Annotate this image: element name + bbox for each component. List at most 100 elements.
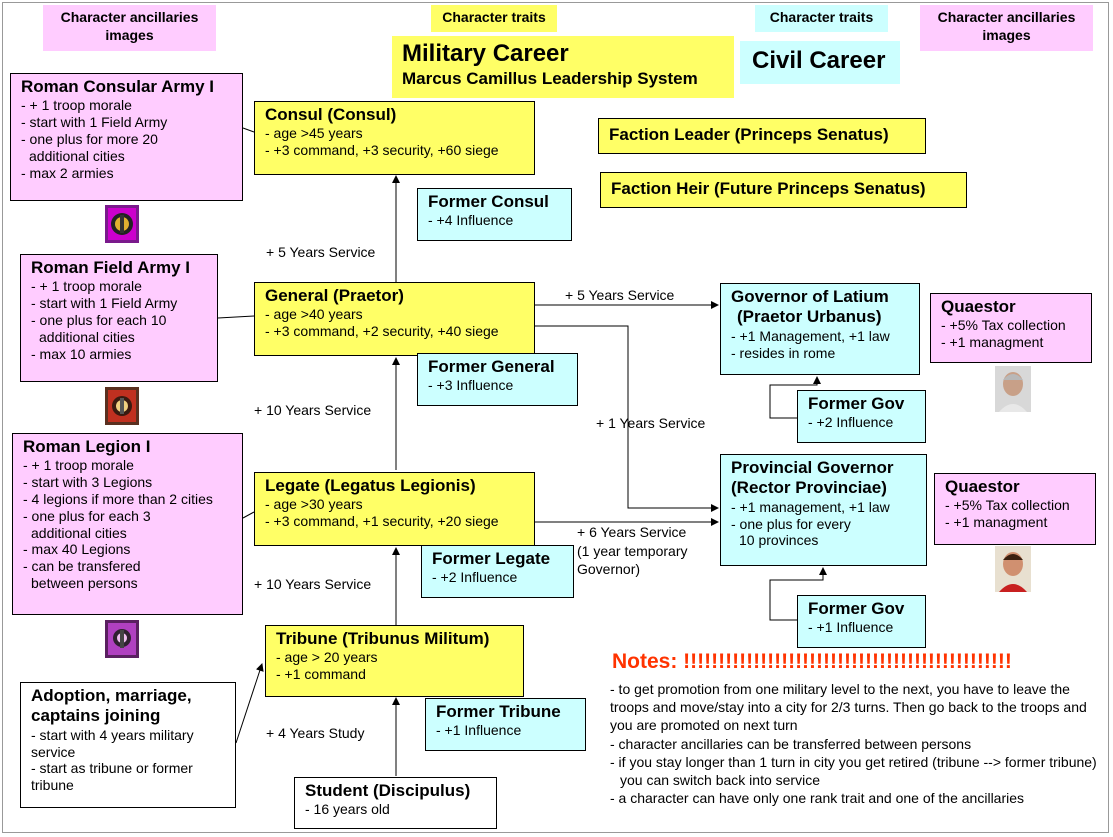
faction-heir-title: Faction Heir (Future Princeps Senatus): [611, 179, 926, 198]
former-line: - +1 Influence: [436, 722, 522, 739]
ancillary-line: - + 1 troop morale: [21, 97, 132, 114]
ancillary-line: additional cities: [31, 524, 127, 541]
former-title: Former Consul: [428, 192, 549, 211]
ancillary-consular-army: Roman Consular Army I - + 1 troop morale…: [10, 73, 243, 201]
ancillary-line: - can be transfered: [23, 558, 141, 575]
rank-title: Consul (Consul): [265, 105, 397, 124]
faction-heir: Faction Heir (Future Princeps Senatus): [600, 172, 967, 208]
ancillary-line: - start with 1 Field Army: [21, 114, 168, 131]
former-gov-latium: Former Gov - +2 Influence: [797, 390, 926, 443]
rank-line: - 16 years old: [305, 801, 390, 818]
governor-title: Governor of Latium: [731, 287, 889, 306]
adoption-entry: Adoption, marriage, captains joining - s…: [20, 682, 236, 808]
ancillary-line: - start with 1 Field Army: [31, 295, 178, 312]
quaestor-line: - +1 managment: [945, 514, 1048, 531]
quaestor-line: - +5% Tax collection: [945, 497, 1070, 514]
rank-line: - +3 command, +3 security, +60 siege: [265, 142, 499, 159]
former-title: Former Legate: [432, 549, 551, 568]
field-army-banner-icon: [105, 387, 139, 425]
header-traits-civil: Character traits: [755, 5, 888, 32]
rank-tribune: Tribune (Tribunus Militum) - age > 20 ye…: [265, 625, 524, 697]
rank-line: - age >30 years: [265, 496, 363, 513]
quaestor-portrait-young-icon: [995, 546, 1031, 592]
transition-label: + 10 Years Service: [254, 576, 372, 592]
rank-legate: Legate (Legatus Legionis) - age >30 year…: [254, 472, 535, 546]
faction-leader: Faction Leader (Princeps Senatus): [598, 118, 926, 154]
ancillary-line: - max 2 armies: [21, 164, 114, 181]
ancillary-line: - start with 3 Legions: [23, 474, 153, 491]
rank-line: - age > 20 years: [276, 649, 378, 666]
former-title: Former Tribune: [436, 702, 561, 721]
adoption-line: - start with 4 years military service: [31, 726, 194, 760]
rank-title: Student (Discipulus): [305, 781, 471, 800]
governor-line: - +1 Management, +1 law: [731, 327, 890, 344]
rank-title: Tribune (Tribunus Militum): [276, 629, 490, 648]
civil-career-heading: Civil Career: [752, 47, 886, 74]
provincial-governor: Provincial Governor (Rector Provinciae) …: [720, 454, 927, 566]
ancillary-line: - 4 legions if more than 2 cities: [23, 490, 213, 507]
note-item: you can switch back into service: [620, 771, 820, 788]
quaestor-provincial: Quaestor - +5% Tax collection - +1 manag…: [934, 473, 1096, 545]
provincial-line: - one plus for every: [731, 515, 851, 532]
ancillary-legion: Roman Legion I - + 1 troop morale - star…: [12, 433, 243, 615]
governor-line: - resides in rome: [731, 344, 836, 361]
quaestor-title: Quaestor: [941, 297, 1016, 316]
former-consul: Former Consul - +4 Influence: [417, 188, 572, 241]
quaestor-latium: Quaestor - +5% Tax collection - +1 manag…: [930, 293, 1092, 363]
former-gov-title: Former Gov: [808, 394, 905, 413]
provincial-line: - +1 management, +1 law: [731, 498, 890, 515]
adoption-title: Adoption, marriage, captains joining: [31, 686, 192, 726]
ancillary-field-army: Roman Field Army I - + 1 troop morale - …: [20, 254, 218, 382]
notes-title: Notes: !!!!!!!!!!!!!!!!!!!!!!!!!!!!!!!!!…: [612, 650, 1012, 673]
former-line: - +4 Influence: [428, 212, 514, 229]
ancillary-line: - one plus for each 10: [31, 311, 167, 328]
transition-label: + 4 Years Study: [266, 725, 365, 741]
rank-line: - age >40 years: [265, 306, 363, 323]
former-tribune: Former Tribune - +1 Influence: [425, 698, 586, 751]
quaestor-title: Quaestor: [945, 477, 1020, 496]
former-line: - +2 Influence: [432, 569, 518, 586]
transition-note: (1 year temporary: [577, 543, 688, 559]
former-gov-line: - +1 Influence: [808, 619, 894, 636]
ancillary-line: - one plus for more 20: [21, 130, 158, 147]
transition-label: + 5 Years Service: [565, 287, 675, 303]
rank-title: Legate (Legatus Legionis): [265, 476, 476, 495]
rank-title: General (Praetor): [265, 286, 404, 305]
ancillary-line: - + 1 troop morale: [23, 457, 134, 474]
rank-line: - +1 command: [276, 666, 366, 683]
provincial-line: 10 provinces: [739, 532, 819, 549]
header-ancillaries-left: Character ancillaries images: [43, 5, 216, 51]
former-legate: Former Legate - +2 Influence: [421, 545, 574, 598]
ancillary-title: Roman Legion I: [23, 437, 151, 456]
quaestor-line: - +1 managment: [941, 334, 1044, 351]
ancillary-line: between persons: [31, 574, 138, 591]
transition-label: + 1 Years Service: [596, 415, 706, 431]
quaestor-line: - +5% Tax collection: [941, 317, 1066, 334]
ancillary-line: - max 40 Legions: [23, 541, 131, 558]
transition-label: + 5 Years Service: [266, 244, 376, 260]
faction-leader-title: Faction Leader (Princeps Senatus): [609, 125, 889, 144]
ancillary-title: Roman Field Army I: [31, 258, 191, 277]
header-ancillaries-right: Character ancillaries images: [920, 5, 1093, 51]
rank-student: Student (Discipulus) - 16 years old: [294, 777, 497, 829]
former-general: Former General - +3 Influence: [417, 353, 578, 406]
ancillary-title: Roman Consular Army I: [21, 77, 215, 96]
former-gov-title: Former Gov: [808, 599, 905, 618]
provincial-subtitle: (Rector Provinciae): [731, 478, 887, 498]
transition-note: Governor): [577, 561, 641, 577]
ancillary-line: - + 1 troop morale: [31, 278, 142, 295]
note-item: - to get promotion from one military lev…: [610, 681, 1087, 734]
rank-line: - +3 command, +2 security, +40 siege: [265, 323, 499, 340]
note-item: - if you stay longer than 1 turn in city…: [610, 753, 1097, 770]
governor-subtitle: (Praetor Urbanus): [737, 307, 882, 327]
rank-consul: Consul (Consul) - age >45 years - +3 com…: [254, 101, 535, 175]
civil-career-title: Civil Career: [740, 41, 900, 84]
ancillary-line: additional cities: [29, 147, 125, 164]
former-line: - +3 Influence: [428, 377, 514, 394]
notes-list: - to get promotion from one military lev…: [610, 680, 1105, 807]
rank-line: - +3 command, +1 security, +20 siege: [265, 513, 499, 530]
former-gov-line: - +2 Influence: [808, 414, 894, 431]
ancillary-line: additional cities: [39, 328, 135, 345]
transition-label: + 6 Years Service: [577, 524, 687, 540]
